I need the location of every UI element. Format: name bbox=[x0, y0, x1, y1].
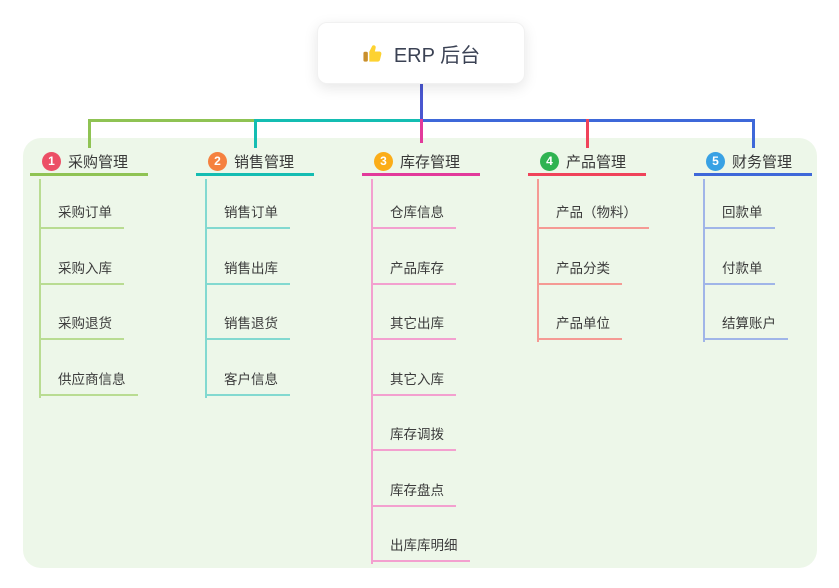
branch-number-badge: 4 bbox=[540, 152, 559, 171]
child-label: 采购订单 bbox=[58, 205, 112, 220]
branch-label: 采购管理 bbox=[68, 154, 129, 171]
child-label: 采购入库 bbox=[58, 260, 112, 276]
child-label: 产品（物料） bbox=[556, 205, 637, 220]
root-node[interactable]: ERP 后台 bbox=[317, 22, 525, 84]
branch-header-5[interactable]: 5 财务管理 bbox=[694, 150, 812, 176]
child-node[interactable]: 产品分类 bbox=[537, 260, 622, 285]
branch-number-badge: 3 bbox=[374, 152, 393, 171]
child-node[interactable]: 销售订单 bbox=[205, 204, 290, 229]
child-node[interactable]: 其它入库 bbox=[371, 371, 456, 396]
child-node[interactable]: 采购退货 bbox=[39, 315, 124, 340]
child-node[interactable]: 销售出库 bbox=[205, 260, 290, 285]
child-label: 产品库存 bbox=[390, 260, 444, 276]
branch-label: 销售管理 bbox=[234, 154, 295, 171]
child-node[interactable]: 客户信息 bbox=[205, 371, 290, 396]
branch-label: 库存管理 bbox=[400, 154, 461, 171]
branches-panel bbox=[23, 138, 817, 568]
child-node[interactable]: 供应商信息 bbox=[39, 371, 138, 396]
child-node[interactable]: 库存盘点 bbox=[371, 482, 456, 507]
child-node[interactable]: 其它出库 bbox=[371, 315, 456, 340]
branch-header-2[interactable]: 2 销售管理 bbox=[196, 150, 314, 176]
branch-children-line bbox=[371, 179, 373, 564]
child-node[interactable]: 回款单 bbox=[703, 204, 775, 229]
child-node[interactable]: 产品（物料） bbox=[537, 204, 649, 229]
branch-drop-line bbox=[254, 119, 257, 148]
branch-number-badge: 5 bbox=[706, 152, 725, 171]
branch-children-line bbox=[205, 179, 207, 398]
branch-children-line bbox=[537, 179, 539, 342]
bus-line-segment bbox=[88, 119, 257, 122]
branch-label: 产品管理 bbox=[566, 154, 627, 171]
child-label: 产品单位 bbox=[556, 316, 610, 331]
child-node[interactable]: 采购订单 bbox=[39, 204, 124, 229]
branch-header-4[interactable]: 4 产品管理 bbox=[528, 150, 646, 176]
child-label: 其它出库 bbox=[390, 316, 444, 331]
child-label: 回款单 bbox=[722, 205, 763, 220]
child-label: 销售订单 bbox=[224, 205, 278, 220]
branch-children-line bbox=[703, 179, 705, 342]
branch-number-badge: 2 bbox=[208, 152, 227, 171]
child-label: 出库库明细 bbox=[390, 538, 458, 553]
thumbs-up-icon bbox=[362, 42, 385, 65]
child-label: 付款单 bbox=[722, 260, 763, 276]
child-label: 库存调拨 bbox=[390, 427, 444, 442]
branch-header-3[interactable]: 3 库存管理 bbox=[362, 150, 480, 176]
child-label: 销售退货 bbox=[224, 316, 278, 331]
child-label: 产品分类 bbox=[556, 260, 610, 276]
branch-label: 财务管理 bbox=[732, 154, 793, 171]
child-node[interactable]: 产品库存 bbox=[371, 260, 456, 285]
child-node[interactable]: 出库库明细 bbox=[371, 537, 470, 562]
branch-drop-line bbox=[88, 119, 91, 148]
child-node[interactable]: 结算账户 bbox=[703, 315, 788, 340]
root-stem-line bbox=[420, 82, 423, 122]
branch-children-line bbox=[39, 179, 41, 398]
child-node[interactable]: 仓库信息 bbox=[371, 204, 456, 229]
child-label: 供应商信息 bbox=[58, 371, 126, 387]
child-label: 客户信息 bbox=[224, 371, 278, 387]
branch-drop-line bbox=[586, 119, 589, 148]
child-node[interactable]: 付款单 bbox=[703, 260, 775, 285]
branch-number-badge: 1 bbox=[42, 152, 61, 171]
branch-drop-line bbox=[752, 119, 755, 148]
child-label: 其它入库 bbox=[390, 371, 444, 387]
child-label: 结算账户 bbox=[722, 316, 776, 331]
child-node[interactable]: 库存调拨 bbox=[371, 426, 456, 451]
branch-header-1[interactable]: 1 采购管理 bbox=[30, 150, 148, 176]
child-label: 库存盘点 bbox=[390, 482, 444, 498]
child-label: 采购退货 bbox=[58, 316, 112, 331]
root-title: ERP 后台 bbox=[393, 44, 481, 67]
branch-drop-line bbox=[420, 119, 423, 143]
child-node[interactable]: 产品单位 bbox=[537, 315, 622, 340]
child-node[interactable]: 销售退货 bbox=[205, 315, 290, 340]
child-node[interactable]: 采购入库 bbox=[39, 260, 124, 285]
bus-line-segment bbox=[254, 119, 423, 122]
child-label: 销售出库 bbox=[224, 260, 278, 276]
child-label: 仓库信息 bbox=[390, 205, 444, 220]
